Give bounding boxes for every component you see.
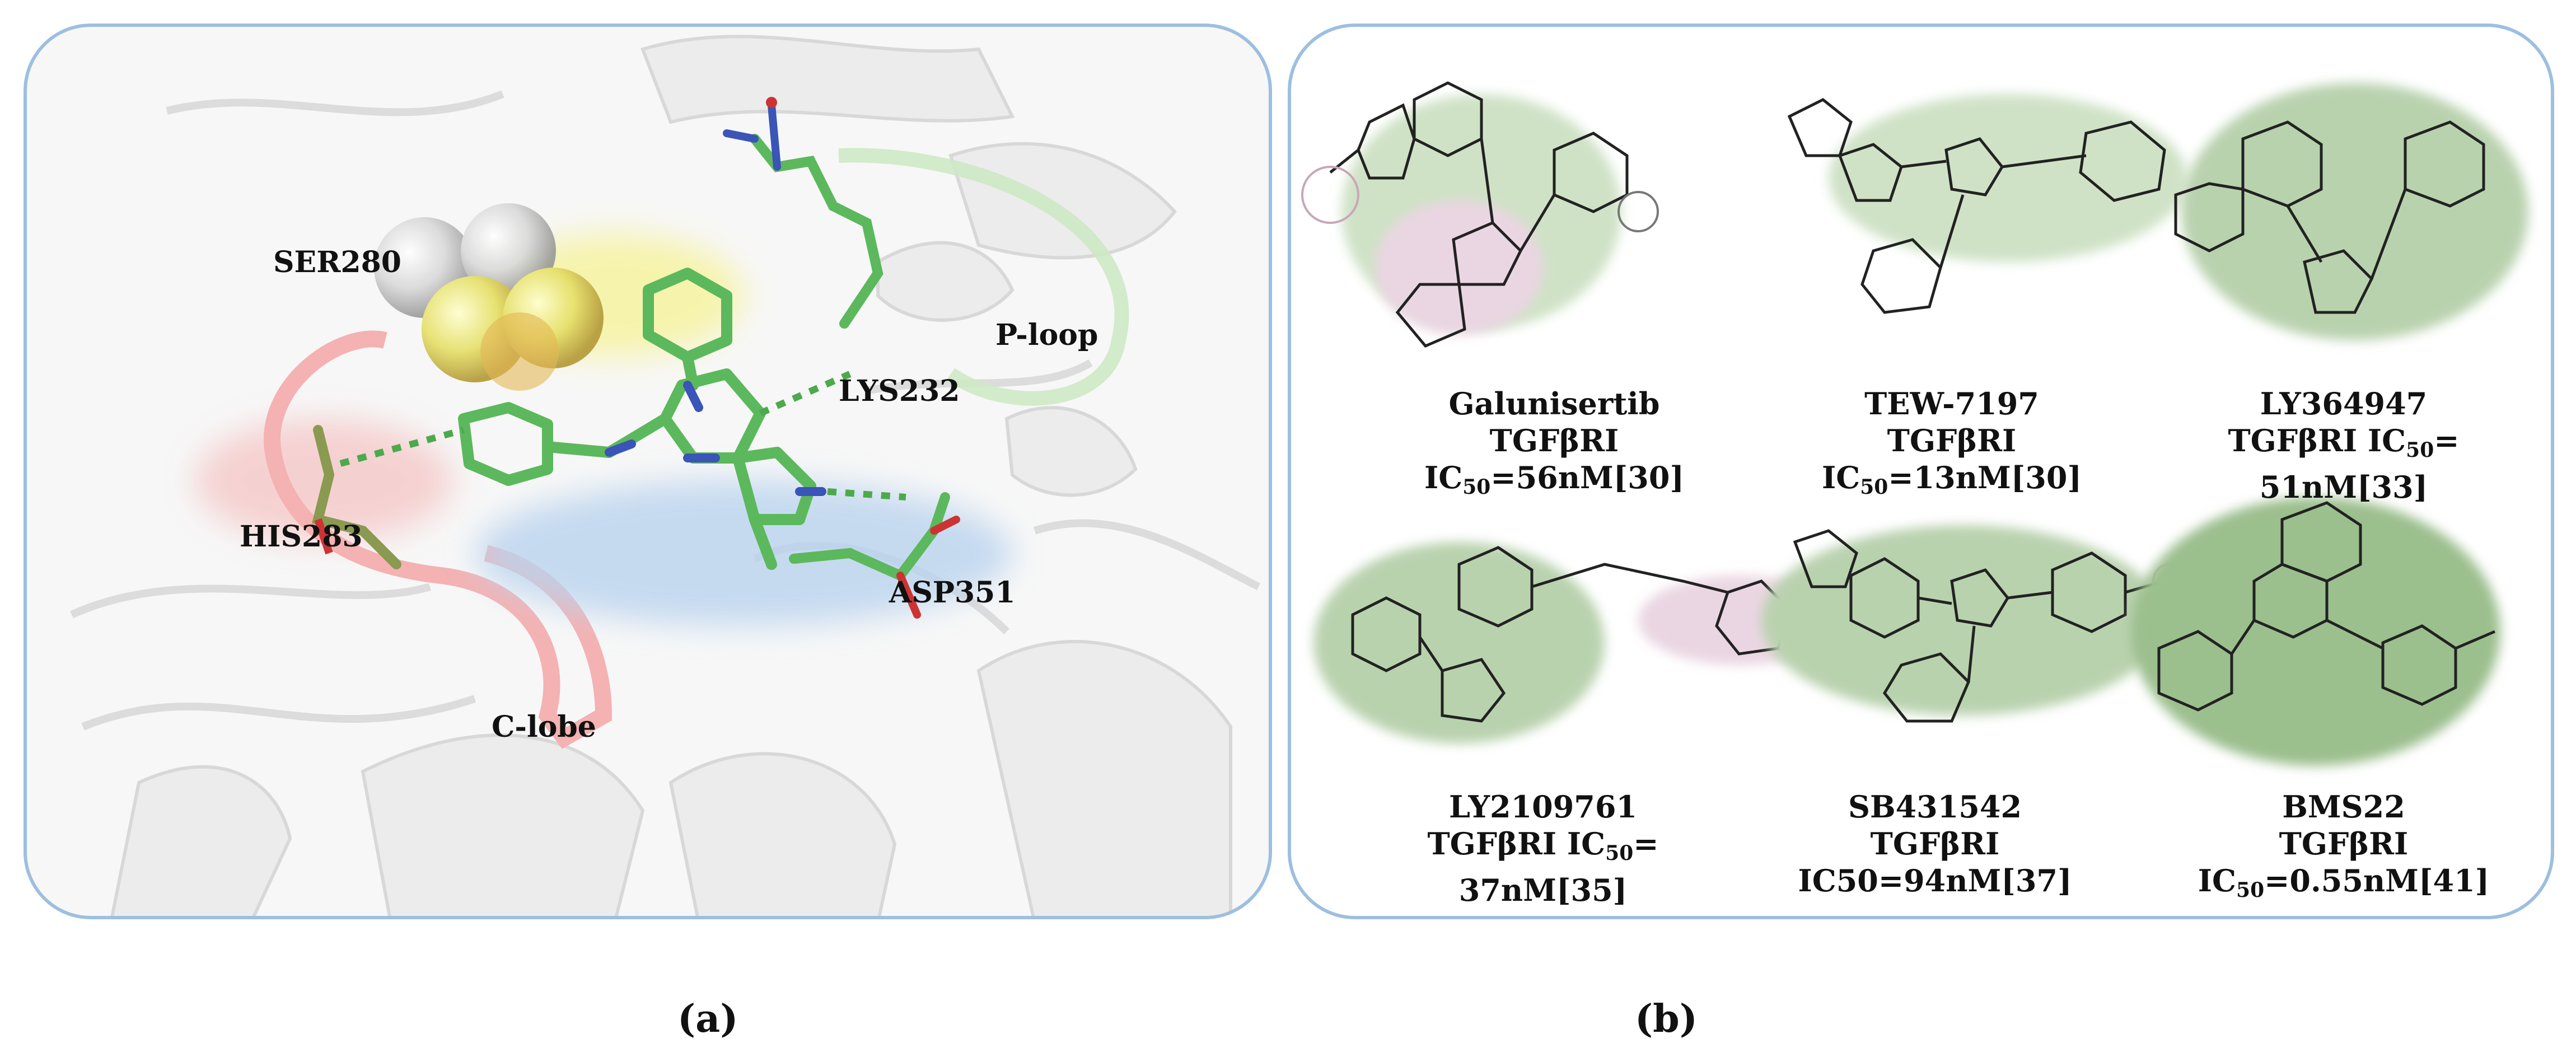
compound-activity: TGFβRI IC50=13nM[30] (1821, 423, 2082, 499)
compound-activity: TGFβRI IC50=0.55nM[41] (2198, 826, 2490, 902)
panel-b-inhibitors: Galunisertib TGFβRI IC50=56nM[30] TEW-71… (1288, 24, 2554, 919)
compound-bms22: BMS22 TGFβRI IC50=0.55nM[41] (2148, 788, 2540, 909)
structure-tew7197 (1787, 94, 2187, 314)
structure-galunisertib (1301, 81, 1659, 348)
panel-a-binding-site: SER280 P-loop LYS232 HIS283 ASP351 C-lob… (24, 24, 1272, 919)
label-asp351: ASP351 (889, 576, 1016, 610)
compound-sb431542: SB431542 TGFβRI IC50=94nM[37] (1739, 788, 2131, 909)
structure-ly364947 (2174, 83, 2528, 340)
compound-activity: TGFβRI IC50=94nM[37] (1798, 826, 2072, 899)
compound-name: SB431542 (1848, 789, 2022, 825)
compound-name: LY364947 (2260, 386, 2428, 422)
compound-name: Galunisertib (1448, 386, 1660, 422)
structure-ly2109761 (1313, 542, 1840, 743)
compound-name: TEW-7197 (1864, 386, 2039, 422)
compound-activity: TGFβRI IC50= 37nM[35] (1427, 826, 1659, 908)
compound-tew7197: TEW-7197 TGFβRI IC50=13nM[30] (1756, 385, 2148, 506)
compound-ly364947: LY364947 TGFβRI IC50= 51nM[33] (2148, 385, 2540, 506)
inhibitor-structures (1301, 81, 2528, 766)
compound-activity: TGFβRI IC50= 51nM[33] (2228, 423, 2460, 505)
structure-bms22 (2131, 497, 2500, 766)
label-lys232: LYS232 (839, 374, 960, 408)
hinge-loop (264, 330, 613, 749)
label-p-loop: P-loop (995, 318, 1098, 352)
binding-site-illustration (70, 35, 1261, 916)
compound-activity: TGFβRI IC50=56nM[30] (1424, 423, 1685, 499)
ser280-spheres (374, 203, 604, 391)
label-c-lobe: C-lobe (492, 710, 596, 744)
figure-label-a: (a) (677, 997, 738, 1041)
blue-glow (475, 480, 1012, 626)
protein-ribbons (110, 35, 1232, 916)
label-his283: HIS283 (240, 520, 363, 554)
compound-name: BMS22 (2282, 789, 2405, 825)
label-ser280: SER280 (273, 245, 401, 279)
structure-sb431542 (1761, 525, 2188, 723)
protein-loops (70, 90, 1261, 731)
p-loop-ribbon (838, 148, 1129, 406)
hydrogen-bonds (339, 371, 906, 501)
compound-name: LY2109761 (1448, 789, 1638, 825)
compound-ly2109761: LY2109761 TGFβRI IC50= 37nM[35] (1347, 788, 1739, 909)
ligand-nitrogens (605, 381, 826, 496)
compound-galunisertib: Galunisertib TGFβRI IC50=56nM[30] (1358, 385, 1750, 506)
figure-label-b: (b) (1635, 997, 1698, 1041)
